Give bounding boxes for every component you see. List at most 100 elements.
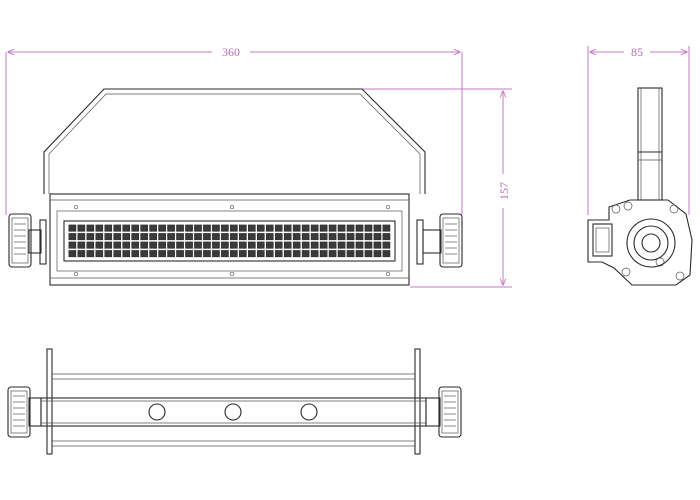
led-cell xyxy=(257,224,265,232)
led-cell xyxy=(364,241,373,249)
led-cell xyxy=(122,224,130,232)
led-cell xyxy=(283,224,292,232)
led-cell xyxy=(203,241,211,249)
led-cell xyxy=(140,224,148,232)
led-cell xyxy=(257,250,265,258)
led-cell xyxy=(301,241,310,249)
led-cell xyxy=(122,250,130,258)
led-cell xyxy=(167,250,175,258)
front-housing xyxy=(49,193,410,286)
led-cell xyxy=(77,241,86,249)
led-cell xyxy=(140,233,148,241)
led-cell xyxy=(292,233,301,241)
led-cell xyxy=(221,233,229,241)
led-cell xyxy=(257,233,265,241)
led-cell xyxy=(221,224,229,232)
led-cell xyxy=(131,241,139,249)
led-cell xyxy=(176,241,184,249)
led-cell xyxy=(140,241,148,249)
led-cell xyxy=(382,250,391,258)
led-cell xyxy=(239,233,247,241)
led-cell xyxy=(104,250,113,258)
led-cell xyxy=(239,224,247,232)
led-cell xyxy=(113,233,122,241)
led-cell xyxy=(167,224,175,232)
led-cell xyxy=(355,250,364,258)
led-cell xyxy=(310,233,319,241)
led-cell xyxy=(203,224,211,232)
led-cell xyxy=(86,224,95,232)
led-cell xyxy=(104,241,113,249)
led-cell xyxy=(86,250,95,258)
dimension-depth: 85 xyxy=(587,45,690,215)
front-right-knob xyxy=(422,213,463,268)
led-cell xyxy=(113,241,122,249)
led-cell xyxy=(122,233,130,241)
led-cell xyxy=(328,233,337,241)
led-cell xyxy=(364,250,373,258)
led-cell xyxy=(283,233,292,241)
led-cell xyxy=(86,241,95,249)
led-cell xyxy=(265,241,274,249)
dimension-depth-label: 85 xyxy=(631,45,643,59)
led-cell xyxy=(149,241,157,249)
led-cell xyxy=(301,250,310,258)
led-cell xyxy=(248,250,256,258)
led-cell xyxy=(248,241,256,249)
led-cell xyxy=(248,224,256,232)
led-cell xyxy=(131,224,139,232)
led-cell xyxy=(203,233,211,241)
led-cell xyxy=(140,250,148,258)
side-view xyxy=(587,87,693,286)
led-cell xyxy=(185,241,193,249)
led-cell xyxy=(68,224,77,232)
top-left-knob xyxy=(7,386,42,438)
led-cell xyxy=(274,233,283,241)
led-cell xyxy=(328,224,337,232)
led-cell xyxy=(149,224,157,232)
led-cell xyxy=(212,233,220,241)
led-grid xyxy=(68,224,391,258)
led-cell xyxy=(113,250,122,258)
led-cell xyxy=(319,224,328,232)
led-cell xyxy=(328,250,337,258)
led-cell xyxy=(158,233,166,241)
led-cell xyxy=(382,241,391,249)
led-cell xyxy=(68,241,77,249)
led-cell xyxy=(310,224,319,232)
led-cell xyxy=(104,233,113,241)
led-cell xyxy=(248,233,256,241)
led-cell xyxy=(203,250,211,258)
led-cell xyxy=(355,224,364,232)
led-cell xyxy=(274,224,283,232)
led-cell xyxy=(301,224,310,232)
led-cell xyxy=(194,233,202,241)
led-cell xyxy=(194,241,202,249)
led-cell xyxy=(230,250,238,258)
led-cell xyxy=(158,250,166,258)
led-cell xyxy=(346,233,355,241)
led-cell xyxy=(77,224,86,232)
led-cell xyxy=(167,241,175,249)
led-cell xyxy=(95,233,104,241)
led-cell xyxy=(176,224,184,232)
led-cell xyxy=(113,224,122,232)
side-body xyxy=(587,199,693,286)
dimension-width-label: 360 xyxy=(222,45,240,59)
top-right-knob xyxy=(425,386,462,438)
led-cell xyxy=(158,241,166,249)
led-cell xyxy=(194,224,202,232)
led-cell xyxy=(149,250,157,258)
right-side-plate xyxy=(416,219,424,265)
led-cell xyxy=(292,250,301,258)
led-cell xyxy=(185,250,193,258)
led-cell xyxy=(176,250,184,258)
dimension-height: 157 xyxy=(362,88,512,288)
led-cell xyxy=(373,224,382,232)
dimension-width: 360 xyxy=(5,45,463,215)
led-cell xyxy=(122,241,130,249)
led-cell xyxy=(283,241,292,249)
led-cell xyxy=(257,241,265,249)
led-cell xyxy=(292,224,301,232)
led-cell xyxy=(230,233,238,241)
